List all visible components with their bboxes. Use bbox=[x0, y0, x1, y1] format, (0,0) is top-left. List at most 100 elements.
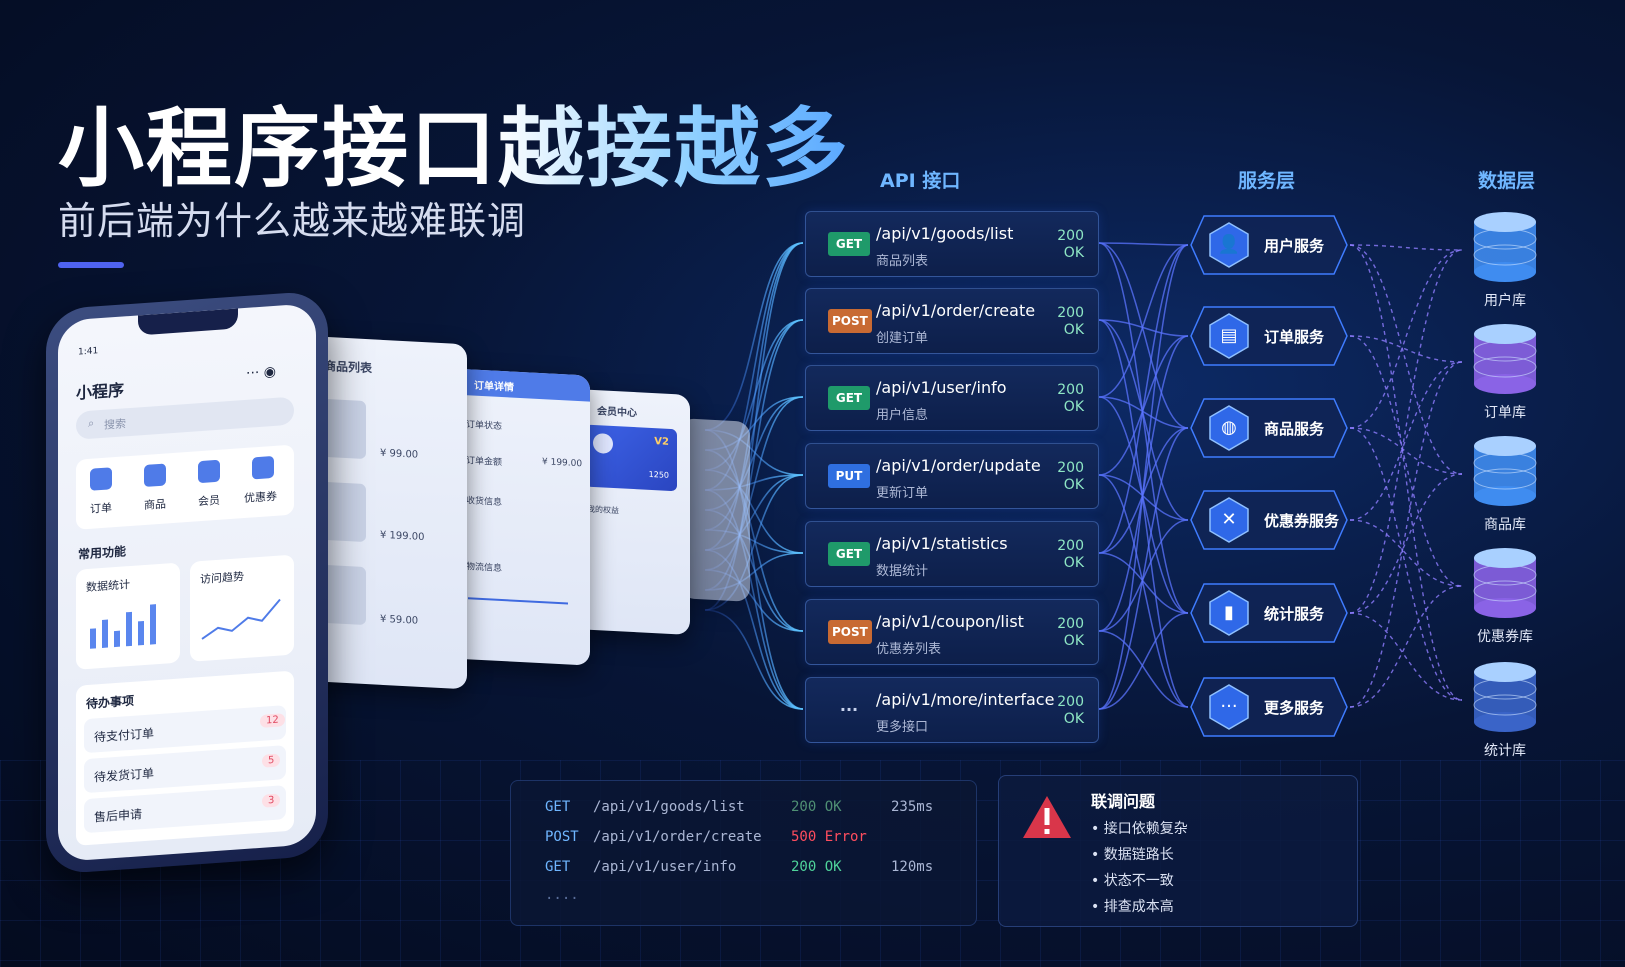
connection-line bbox=[1098, 552, 1189, 614]
stats-card[interactable]: 数据统计 bbox=[76, 562, 180, 670]
service-frame bbox=[1190, 490, 1348, 550]
status-time: 1:41 bbox=[78, 346, 99, 358]
goods-title: 商品列表 bbox=[324, 358, 373, 376]
database-icon bbox=[1473, 548, 1537, 618]
todo-panel: 待办事项 待支付订单 12 待发货订单 5 售后申请 3 bbox=[76, 670, 294, 846]
shortcut-order[interactable]: 订单 bbox=[90, 501, 112, 516]
member-title: 会员中心 bbox=[597, 406, 637, 420]
http-method-badge: GET bbox=[828, 386, 870, 410]
goods-price-1: ¥ 99.00 bbox=[380, 447, 419, 461]
service-node[interactable]: ···更多服务 bbox=[1190, 677, 1348, 737]
phone-notch bbox=[138, 308, 238, 336]
api-description: 数据统计 bbox=[876, 564, 929, 579]
goods-icon[interactable] bbox=[144, 463, 166, 488]
order-row-amount: 订单金额 bbox=[466, 456, 503, 469]
stats-bar bbox=[114, 630, 120, 648]
todo-row[interactable]: 待发货订单 5 bbox=[84, 745, 286, 794]
shortcut-goods[interactable]: 商品 bbox=[144, 497, 166, 513]
service-label: 商品服务 bbox=[1264, 420, 1325, 438]
todo-label: 待发货订单 bbox=[94, 766, 155, 785]
todo-count-badge: 5 bbox=[262, 753, 281, 768]
service-node[interactable]: 👤用户服务 bbox=[1190, 215, 1348, 275]
connection-line bbox=[1098, 612, 1189, 710]
member-card: V2 1250 bbox=[585, 424, 677, 492]
trend-card-title: 访问趋势 bbox=[200, 570, 244, 587]
database-icon bbox=[1473, 662, 1537, 732]
service-node[interactable]: ◍商品服务 bbox=[1190, 398, 1348, 458]
more-icon[interactable]: ··· ◉ bbox=[246, 363, 277, 382]
trend-card[interactable]: 访问趋势 bbox=[190, 554, 294, 662]
service-label: 用户服务 bbox=[1264, 237, 1325, 255]
todo-row[interactable]: 待支付订单 12 bbox=[84, 705, 286, 754]
log-path: /api/v1/user/info bbox=[593, 859, 737, 875]
search-icon: ⌕ bbox=[88, 416, 95, 430]
service-node[interactable]: ▮统计服务 bbox=[1190, 583, 1348, 643]
log-method: POST bbox=[545, 829, 579, 845]
todo-count-badge: 3 bbox=[262, 793, 281, 808]
connection-line bbox=[1349, 361, 1463, 708]
title-underline bbox=[58, 262, 124, 268]
service-label: 更多服务 bbox=[1264, 699, 1325, 717]
api-description: 更多接口 bbox=[876, 720, 929, 735]
trend-line bbox=[201, 598, 281, 640]
service-label: 优惠券服务 bbox=[1264, 512, 1340, 530]
member-section: 我的权益 bbox=[587, 504, 619, 516]
log-path: /api/v1/order/create bbox=[593, 829, 762, 845]
log-method: .... bbox=[545, 887, 579, 903]
database-node[interactable]: 用户库 bbox=[1470, 210, 1540, 309]
connection-line bbox=[1349, 244, 1463, 701]
member-icon[interactable] bbox=[198, 459, 220, 484]
connection-line bbox=[1098, 244, 1189, 398]
todo-row[interactable]: 售后申请 3 bbox=[84, 785, 286, 834]
search-bar[interactable]: ⌕ 搜索 bbox=[76, 396, 294, 440]
log-row: .... bbox=[545, 887, 593, 903]
database-node[interactable]: 商品库 bbox=[1470, 434, 1540, 533]
api-path: /api/v1/user/info bbox=[876, 378, 1007, 397]
shortcut-coupon[interactable]: 优惠券 bbox=[244, 489, 277, 506]
stats-bar bbox=[138, 621, 144, 646]
shortcut-member[interactable]: 会员 bbox=[198, 493, 220, 509]
connection-line bbox=[1349, 519, 1463, 587]
connection-line bbox=[1349, 361, 1463, 521]
issues-panel: 联调问题 • 接口依赖复杂 • 数据链路长 • 状态不一致 • 排查成本高 bbox=[998, 775, 1358, 927]
service-node[interactable]: ▤订单服务 bbox=[1190, 306, 1348, 366]
stats-bar bbox=[102, 619, 108, 648]
connection-line bbox=[1349, 249, 1463, 614]
api-description: 商品列表 bbox=[876, 254, 929, 269]
member-points: 1250 bbox=[648, 469, 669, 480]
member-level: V2 bbox=[654, 436, 669, 448]
phone-frame: 1:41 小程序 ··· ◉ ⌕ 搜索 订单 商品 会员 优惠券 常用功能 数据… bbox=[46, 290, 328, 875]
document-icon: ▤ bbox=[1220, 325, 1238, 346]
service-frame bbox=[1190, 583, 1348, 643]
database-node[interactable]: 订单库 bbox=[1470, 322, 1540, 421]
http-method-badge: PUT bbox=[828, 464, 870, 488]
order-title: 订单详情 bbox=[474, 380, 514, 394]
coupon-icon[interactable] bbox=[252, 455, 274, 480]
log-status: 200 OK bbox=[791, 859, 842, 875]
connection-line bbox=[1349, 335, 1463, 587]
order-icon[interactable] bbox=[90, 467, 112, 491]
service-frame bbox=[1190, 677, 1348, 737]
connection-line bbox=[1098, 242, 1189, 614]
connection-line bbox=[1349, 427, 1463, 701]
connection-line bbox=[1098, 396, 1189, 614]
stats-bar bbox=[150, 604, 156, 645]
database-node[interactable]: 统计库 bbox=[1470, 660, 1540, 759]
todo-label: 售后申请 bbox=[94, 807, 143, 825]
database-node[interactable]: 优惠券库 bbox=[1470, 546, 1540, 645]
connection-line bbox=[1098, 396, 1189, 429]
service-node[interactable]: ✕优惠券服务 bbox=[1190, 490, 1348, 550]
